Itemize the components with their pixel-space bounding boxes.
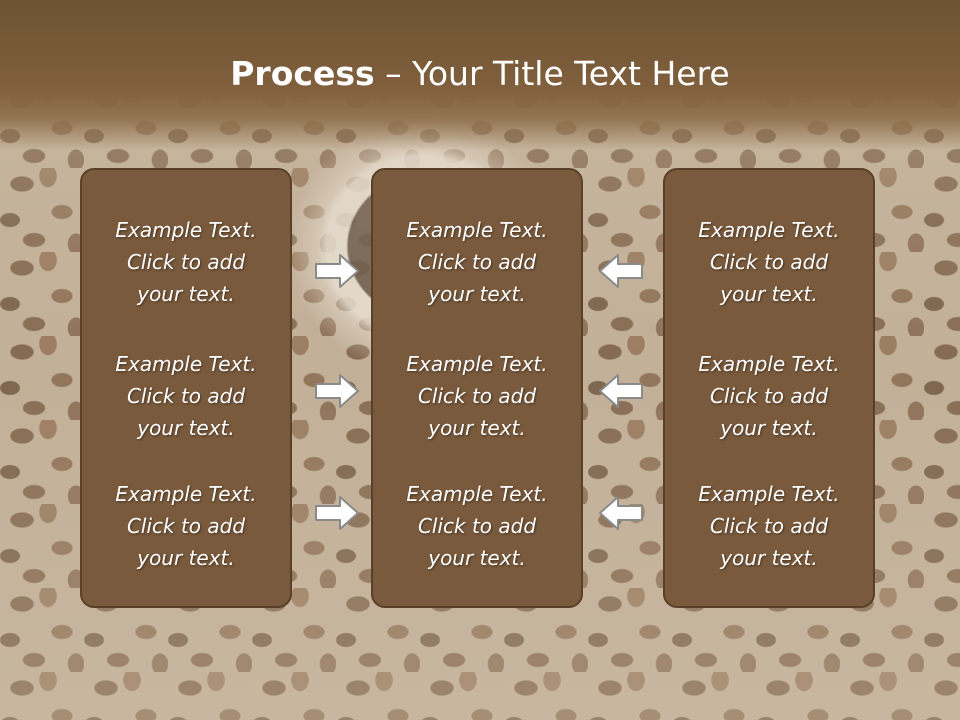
text-line: Click to add	[417, 384, 537, 408]
text-placeholder[interactable]: Example Text. Click to add your text.	[82, 478, 290, 574]
process-box-left[interactable]: Example Text. Click to add your text. Ex…	[80, 168, 292, 608]
text-line: Example Text.	[115, 352, 257, 376]
text-line: Example Text.	[406, 482, 548, 506]
text-placeholder[interactable]: Example Text. Click to add your text.	[373, 348, 581, 444]
text-line: your text.	[720, 546, 818, 570]
text-line: your text.	[137, 416, 235, 440]
arrow-right-icon[interactable]	[314, 494, 360, 532]
title-band	[0, 0, 960, 150]
text-line: Example Text.	[115, 218, 257, 242]
text-placeholder[interactable]: Example Text. Click to add your text.	[665, 214, 873, 310]
text-placeholder[interactable]: Example Text. Click to add your text.	[665, 478, 873, 574]
text-line: Click to add	[126, 250, 246, 274]
process-box-right[interactable]: Example Text. Click to add your text. Ex…	[663, 168, 875, 608]
text-line: your text.	[137, 282, 235, 306]
text-line: Example Text.	[406, 352, 548, 376]
text-line: Click to add	[126, 384, 246, 408]
process-box-center[interactable]: Example Text. Click to add your text. Ex…	[371, 168, 583, 608]
arrow-right-icon[interactable]	[314, 372, 360, 410]
text-line: Example Text.	[698, 352, 840, 376]
text-line: Example Text.	[115, 482, 257, 506]
arrow-right-icon[interactable]	[314, 252, 360, 290]
text-placeholder[interactable]: Example Text. Click to add your text.	[82, 214, 290, 310]
text-line: your text.	[428, 416, 526, 440]
text-line: Example Text.	[698, 218, 840, 242]
text-line: your text.	[137, 546, 235, 570]
text-line: Click to add	[417, 250, 537, 274]
arrow-left-icon[interactable]	[598, 494, 644, 532]
text-line: Example Text.	[698, 482, 840, 506]
arrow-left-icon[interactable]	[598, 252, 644, 290]
text-line: Click to add	[417, 514, 537, 538]
text-line: Click to add	[709, 250, 829, 274]
text-line: Example Text.	[406, 218, 548, 242]
arrow-left-icon[interactable]	[598, 372, 644, 410]
text-line: your text.	[428, 546, 526, 570]
text-placeholder[interactable]: Example Text. Click to add your text.	[665, 348, 873, 444]
title-bold: Process	[230, 54, 375, 93]
text-line: your text.	[720, 282, 818, 306]
text-placeholder[interactable]: Example Text. Click to add your text.	[373, 478, 581, 574]
text-placeholder[interactable]: Example Text. Click to add your text.	[373, 214, 581, 310]
text-placeholder[interactable]: Example Text. Click to add your text.	[82, 348, 290, 444]
text-line: Click to add	[709, 514, 829, 538]
title-rest: – Your Title Text Here	[374, 54, 730, 93]
text-line: your text.	[428, 282, 526, 306]
slide-title[interactable]: Process – Your Title Text Here	[0, 54, 960, 94]
text-line: Click to add	[709, 384, 829, 408]
text-line: Click to add	[126, 514, 246, 538]
text-line: your text.	[720, 416, 818, 440]
